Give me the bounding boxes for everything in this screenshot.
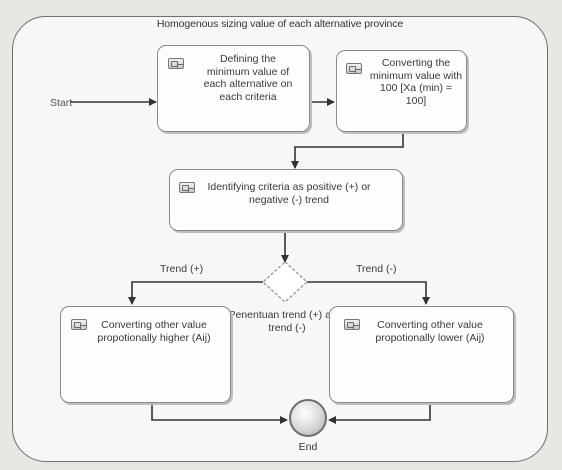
gateway-label: Penentuan trend (+) atau trend (-) bbox=[228, 309, 346, 334]
end-event-label: End bbox=[298, 441, 318, 453]
task-label: Defining the minimum value of each alter… bbox=[203, 53, 293, 103]
task-label: Identifying criteria as positive (+) or … bbox=[207, 181, 371, 206]
subprocess-title: Homogenous sizing value of each alternat… bbox=[156, 18, 404, 30]
task-icon bbox=[344, 319, 360, 330]
task-icon bbox=[346, 63, 362, 74]
flow-convert-min-to-identify bbox=[291, 133, 404, 169]
flow-gateway-to-lower bbox=[307, 281, 430, 305]
task-icon bbox=[179, 182, 195, 193]
task-convert-higher[interactable]: Converting other value propotionally hig… bbox=[60, 306, 231, 403]
task-convert-minimum[interactable]: Converting the minimum value with 100 [X… bbox=[336, 50, 467, 132]
task-icon bbox=[71, 319, 87, 330]
task-label: Converting the minimum value with 100 [X… bbox=[369, 57, 463, 107]
task-convert-lower[interactable]: Converting other value propotionally low… bbox=[329, 306, 514, 403]
flow-gateway-to-higher bbox=[128, 281, 263, 305]
task-define-minimum[interactable]: Defining the minimum value of each alter… bbox=[157, 45, 310, 132]
flow-higher-to-end bbox=[151, 404, 288, 424]
task-label: Converting other value propotionally hig… bbox=[97, 319, 211, 344]
start-event-label: Start bbox=[50, 97, 73, 109]
edge-label-trend-plus: Trend (+) bbox=[160, 263, 204, 275]
end-event[interactable] bbox=[289, 399, 327, 437]
flow-lower-to-end bbox=[328, 404, 431, 424]
task-label: Converting other value propotionally low… bbox=[375, 319, 485, 344]
task-identify-trend[interactable]: Identifying criteria as positive (+) or … bbox=[169, 169, 403, 231]
task-icon bbox=[168, 58, 184, 69]
edge-label-trend-minus: Trend (-) bbox=[356, 263, 397, 275]
exclusive-gateway bbox=[261, 261, 309, 303]
